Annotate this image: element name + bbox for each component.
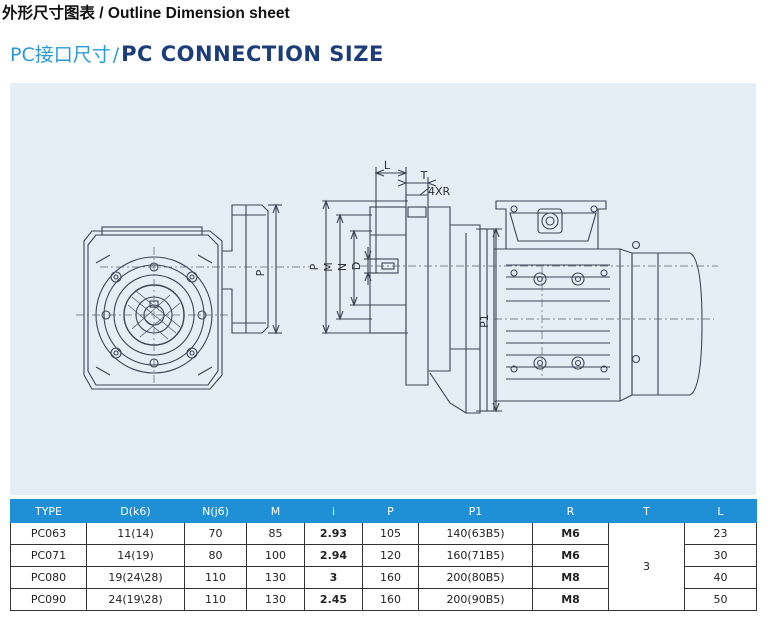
cell-l: 40 (684, 566, 757, 589)
cell-p1: 200(80B5) (418, 566, 533, 589)
col-header-m: M (246, 499, 305, 523)
table-row: PC071 14(19) 80 100 2.94 120 160(71B5) M… (10, 544, 757, 567)
pc-unit-side-view (369, 194, 703, 414)
cell-r: M8 (532, 566, 609, 589)
col-header-i: i (304, 499, 363, 523)
label-m: M (322, 262, 335, 272)
label-d: D (350, 262, 363, 270)
cell-l: 30 (684, 544, 757, 567)
label-p: P (308, 263, 321, 270)
cell-p1: 140(63B5) (418, 522, 533, 545)
cell-type: PC063 (10, 522, 87, 545)
gearbox-front-view (83, 204, 269, 390)
dimension-p1 (476, 227, 502, 413)
col-header-t: T (608, 499, 685, 523)
table-row: PC090 24(19\28) 110 130 2.45 160 200(90B… (10, 588, 757, 611)
col-header-d: D(k6) (86, 499, 185, 523)
col-header-l: L (684, 499, 757, 523)
cell-n: 110 (184, 566, 247, 589)
cell-m: 85 (246, 522, 305, 545)
section-title-cn: PC接口尺寸 (10, 44, 111, 66)
label-t: T (420, 169, 428, 182)
page-header-title: 外形尺寸图表 / Outline Dimension sheet (2, 5, 290, 22)
cell-i: 2.93 (304, 522, 363, 545)
cell-p1: 160(71B5) (418, 544, 533, 567)
cell-m: 130 (246, 566, 305, 589)
cell-p1: 200(90B5) (418, 588, 533, 611)
label-n: N (336, 263, 349, 271)
section-title: PC接口尺寸/PC CONNECTION SIZE (10, 40, 384, 67)
table-row: PC080 19(24\28) 110 130 3 160 200(80B5) … (10, 566, 757, 589)
cell-d: 19(24\28) (86, 566, 185, 589)
cell-p: 120 (362, 544, 419, 567)
cell-i: 3 (304, 566, 363, 589)
technical-drawing-panel: P P M N D L T 4XR P1 (10, 83, 756, 495)
cell-t: 3 (608, 522, 685, 611)
cell-type: PC080 (10, 566, 87, 589)
col-header-type: TYPE (10, 499, 87, 523)
section-title-en: PC CONNECTION SIZE (121, 42, 384, 66)
cell-i: 2.45 (304, 588, 363, 611)
table-row: PC063 11(14) 70 85 2.93 105 140(63B5) M6… (10, 522, 757, 611)
label-4xr: 4XR (428, 185, 451, 198)
cell-type: PC090 (10, 588, 87, 611)
cell-r: M8 (532, 588, 609, 611)
col-header-n: N(j6) (184, 499, 247, 523)
section-title-separator: / (112, 44, 120, 66)
cell-n: 70 (184, 522, 247, 545)
label-l: L (384, 159, 391, 172)
cell-type: PC071 (10, 544, 87, 567)
cell-l: 50 (684, 588, 757, 611)
technical-drawing: P P M N D L T 4XR P1 (76, 159, 718, 414)
cell-d: 14(19) (86, 544, 185, 567)
cell-l: 23 (684, 522, 757, 545)
col-header-p1: P1 (418, 499, 533, 523)
dimension-p-left (268, 203, 282, 335)
label-p1: P1 (478, 314, 491, 328)
cell-m: 100 (246, 544, 305, 567)
cell-n: 80 (184, 544, 247, 567)
cell-d: 11(14) (86, 522, 185, 545)
table-header-row: TYPE D(k6) N(j6) M i P P1 R T L (10, 499, 757, 523)
col-header-r: R (532, 499, 609, 523)
pc-connection-size-table: TYPE D(k6) N(j6) M i P P1 R T L PC063 11… (10, 499, 757, 611)
cell-p: 105 (362, 522, 419, 545)
col-header-p: P (362, 499, 419, 523)
cell-n: 110 (184, 588, 247, 611)
label-p-left: P (254, 269, 267, 276)
cell-p: 160 (362, 588, 419, 611)
cell-d: 24(19\28) (86, 588, 185, 611)
dimension-l-t (374, 167, 437, 259)
cell-r: M6 (532, 544, 609, 567)
cell-i: 2.94 (304, 544, 363, 567)
cell-r: M6 (532, 522, 609, 545)
cell-p: 160 (362, 566, 419, 589)
cell-m: 130 (246, 588, 305, 611)
